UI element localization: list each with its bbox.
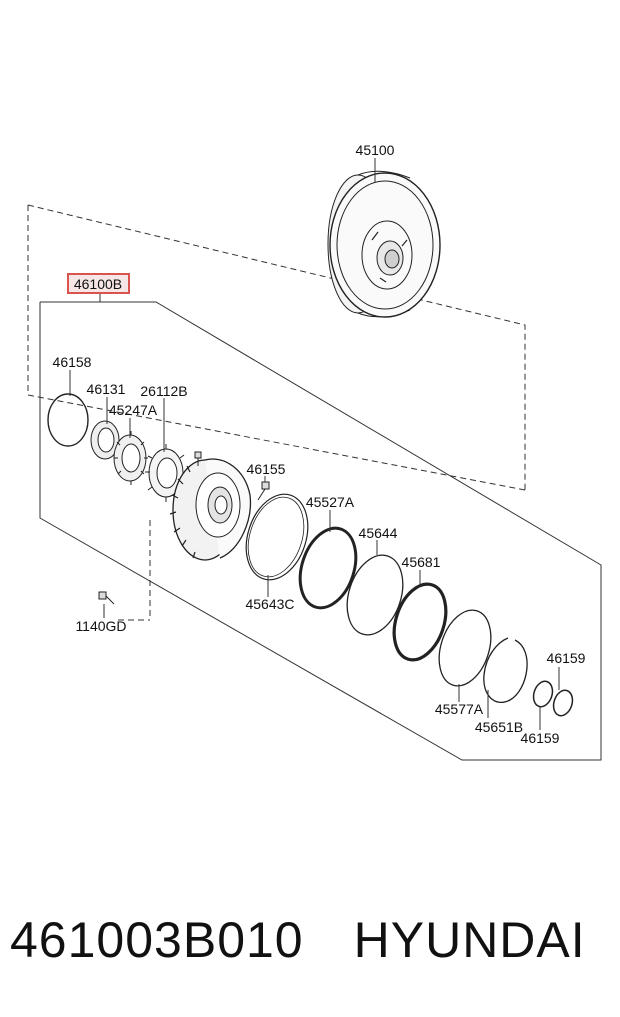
brand-name: HYUNDAI <box>353 912 586 968</box>
ring-46159-a <box>532 680 554 708</box>
oil-pump-housing <box>169 458 252 561</box>
exploded-parts-diagram: 45100 46158 46131 26112B 45247A 46155 45… <box>27 142 602 761</box>
ring-45527A <box>298 526 358 610</box>
label-46158: 46158 <box>53 354 92 370</box>
ring-45577A <box>438 609 492 687</box>
label-45577A: 45577A <box>435 701 484 717</box>
label-45643C: 45643C <box>245 596 294 612</box>
part-number: 461003B010 <box>10 912 304 968</box>
label-45681: 45681 <box>402 554 441 570</box>
oil-seal-46131 <box>90 420 120 460</box>
label-45527A: 45527A <box>306 494 355 510</box>
label-45651B: 45651B <box>475 719 523 735</box>
bolt-46155 <box>257 481 270 501</box>
highlight-box <box>67 273 130 294</box>
ring-45681 <box>392 582 448 662</box>
label-46159-top: 46159 <box>547 650 586 666</box>
label-1140GD: 1140GD <box>75 618 126 634</box>
label-46155: 46155 <box>247 461 286 477</box>
label-46159-bottom: 46159 <box>521 730 560 746</box>
label-45644: 45644 <box>359 525 398 541</box>
leader-lines <box>69 158 560 730</box>
assembly-box <box>39 294 602 761</box>
seal-ring-45643C <box>245 493 309 581</box>
label-46131: 46131 <box>87 381 126 397</box>
torque-converter-45100 <box>327 170 441 318</box>
seal-45644 <box>346 554 404 636</box>
ring-46159-b <box>552 689 574 717</box>
label-45100: 45100 <box>356 142 395 158</box>
bolt-small <box>194 451 202 466</box>
seal-ring-46158 <box>47 393 89 447</box>
highlighted-part-label: 46100B <box>67 273 130 294</box>
label-46100B: 46100B <box>74 276 122 292</box>
dashed-boundary <box>27 204 526 621</box>
label-45247A: 45247A <box>109 402 158 418</box>
snap-ring-45651B <box>483 637 528 703</box>
seal-ring-45643C-inner <box>247 496 305 578</box>
bolt-1140GD <box>98 591 115 605</box>
label-26112B: 26112B <box>140 383 187 399</box>
footer: 461003B010 HYUNDAI <box>10 904 610 976</box>
